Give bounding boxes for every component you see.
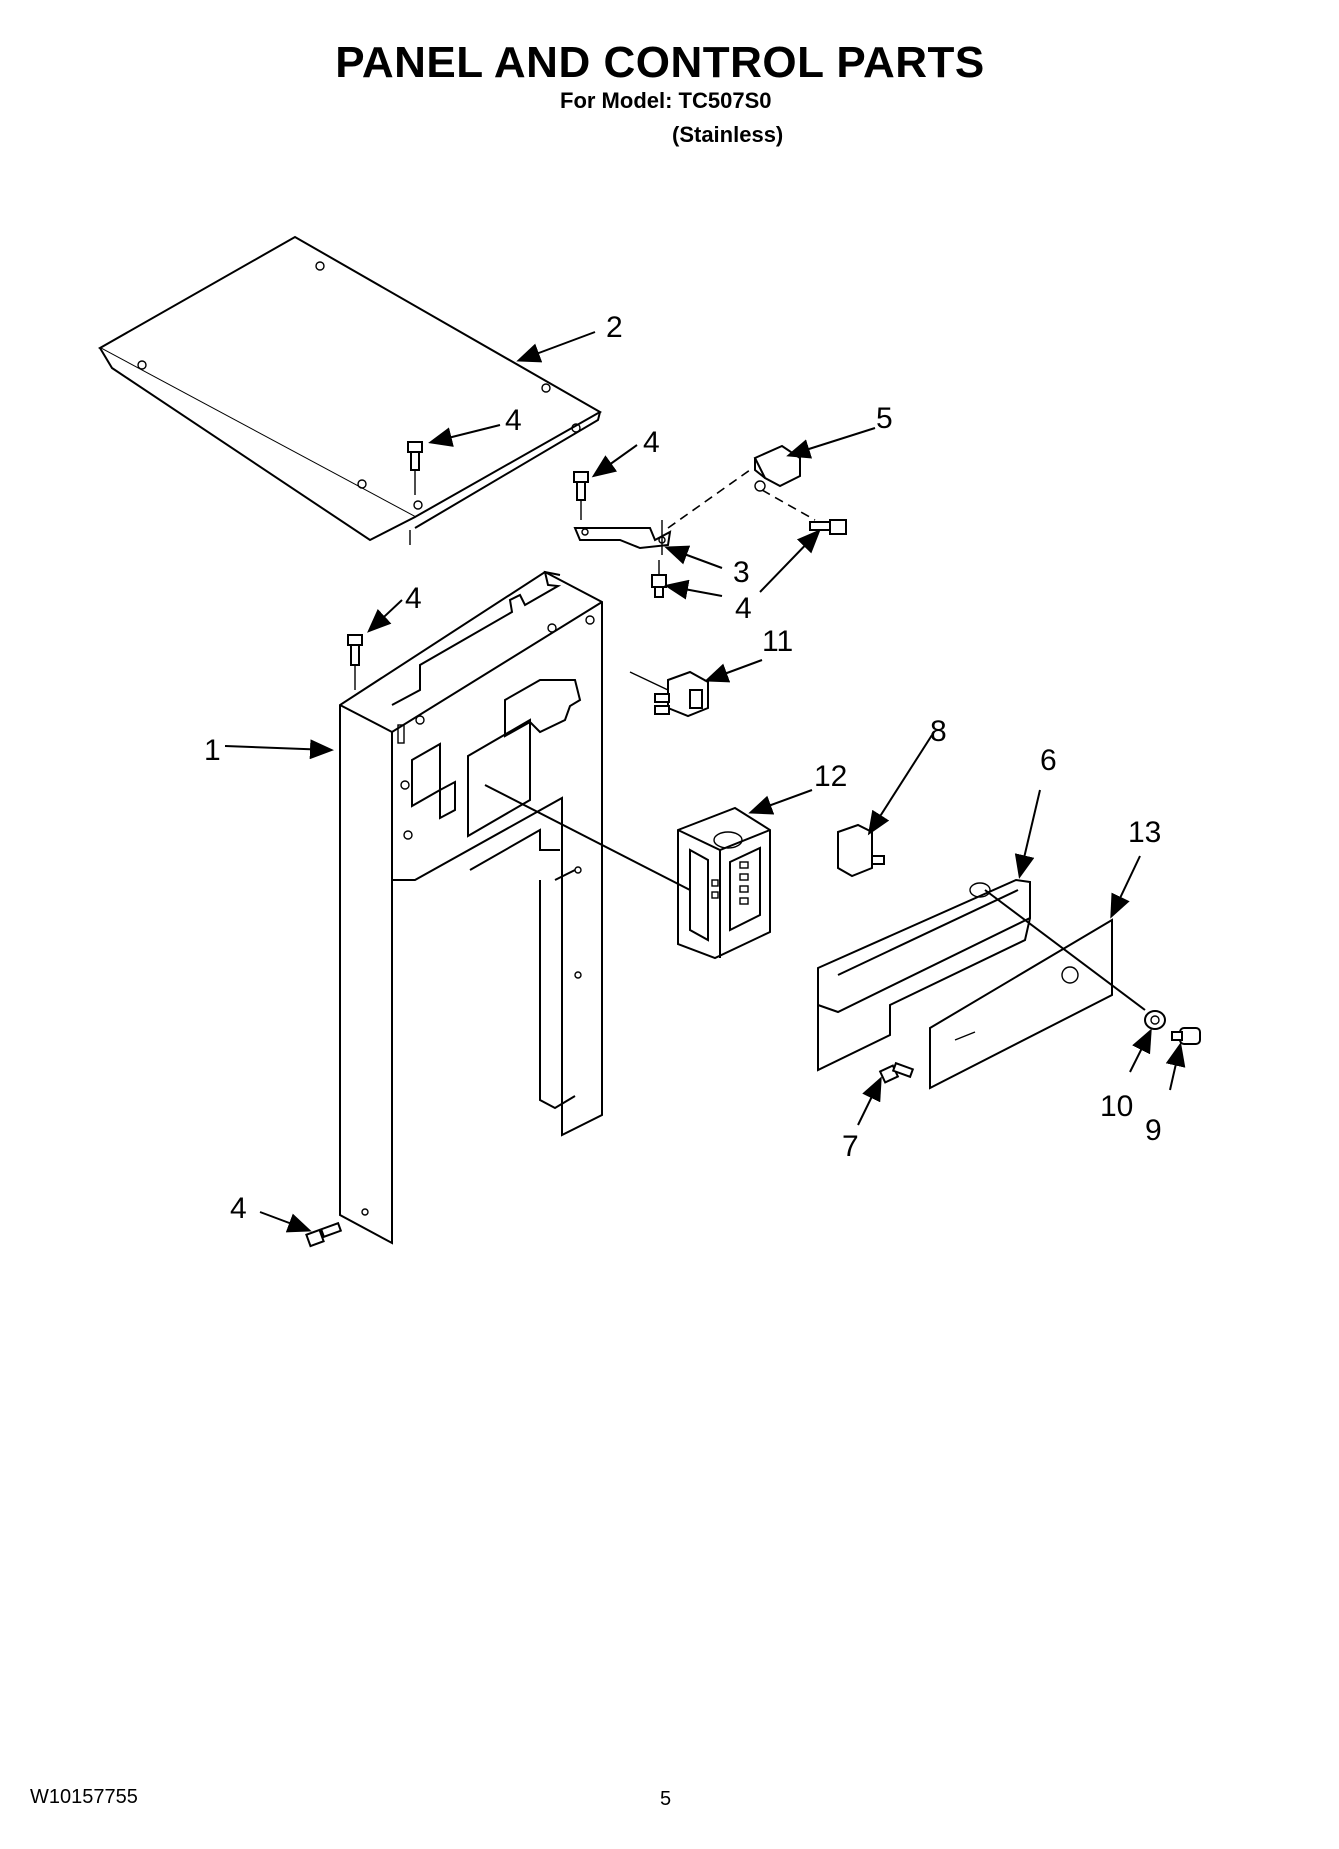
assembly-leader-line xyxy=(984,889,1146,1011)
assembly-leader-line xyxy=(484,784,691,891)
variant-label: (Stainless) xyxy=(672,122,784,147)
screw-part xyxy=(407,441,423,495)
callout-3: 3 xyxy=(733,556,750,589)
callout-13: 13 xyxy=(1128,816,1161,849)
knob-part xyxy=(1171,1027,1201,1045)
callout-11: 11 xyxy=(762,625,793,658)
page-number: 5 xyxy=(660,1788,672,1810)
model-label: For Model: TC507S0 xyxy=(560,88,772,113)
screw-part xyxy=(347,634,363,690)
callout-4-bracket-bottom: 4 xyxy=(735,592,752,625)
callout-arrows xyxy=(224,331,1186,1233)
nut-part xyxy=(1144,1010,1166,1030)
callout-4-panel: 4 xyxy=(505,404,522,437)
control-panel-part xyxy=(817,878,1031,1072)
screw-part xyxy=(809,519,847,535)
main-frame-part xyxy=(339,570,603,1245)
clip-part xyxy=(753,444,801,492)
control-switch-part xyxy=(837,823,885,878)
document-number: W10157755 xyxy=(30,1786,138,1808)
callout-5: 5 xyxy=(876,402,893,435)
housing-part xyxy=(677,806,771,960)
callout-2: 2 xyxy=(606,311,623,344)
callout-7: 7 xyxy=(842,1130,859,1163)
callout-4-frame-bottom: 4 xyxy=(230,1192,247,1225)
assembly-dashed-line xyxy=(761,489,816,521)
switch-part xyxy=(629,670,709,718)
callout-4-frame-top: 4 xyxy=(405,582,422,615)
callout-6: 6 xyxy=(1040,744,1057,777)
assembly-dashed-line xyxy=(667,469,751,529)
callout-9: 9 xyxy=(1145,1114,1162,1147)
callout-4-bracket-top: 4 xyxy=(643,426,660,459)
screw-part xyxy=(305,1221,343,1248)
bracket-part xyxy=(573,520,672,555)
screw-part xyxy=(651,560,667,598)
overlay-part xyxy=(929,918,1113,1090)
page-title: PANEL AND CONTROL PARTS xyxy=(335,38,985,87)
screw-part xyxy=(878,1061,915,1084)
top-panel-part xyxy=(97,235,603,545)
screw-part xyxy=(573,471,589,520)
callout-10: 10 xyxy=(1100,1090,1133,1123)
callout-1: 1 xyxy=(204,734,221,767)
callout-12: 12 xyxy=(814,760,847,793)
callout-8: 8 xyxy=(930,715,947,748)
